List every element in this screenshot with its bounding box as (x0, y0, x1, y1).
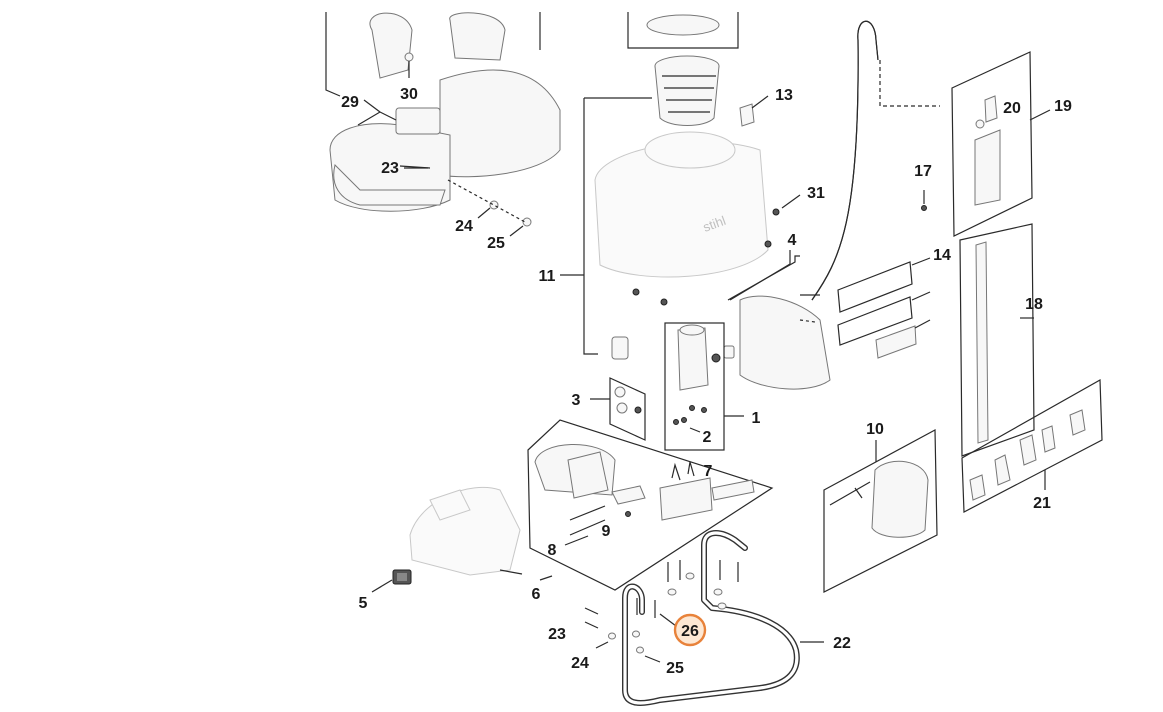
callout-13: 13 (775, 87, 793, 104)
hose-wand-assembly (811, 20, 1103, 513)
frame-assembly (584, 530, 824, 706)
callout-25-top: 25 (487, 235, 505, 252)
pump-assembly (664, 322, 744, 451)
callout-5: 5 (359, 595, 368, 612)
callout-18: 18 (1025, 296, 1043, 313)
callout-31: 31 (807, 185, 825, 202)
bracket-switch (392, 486, 523, 585)
callout-25-bottom: 25 (666, 660, 684, 677)
callout-labels: 1 2 3 4 5 6 7 8 9 10 11 13 14 17 18 19 2… (341, 86, 1072, 677)
leader-lines (363, 95, 769, 593)
callout-23-bottom: 23 (548, 626, 566, 643)
callout-29: 29 (341, 94, 359, 111)
callout-9: 9 (602, 523, 611, 540)
callout-22: 22 (833, 635, 851, 652)
nozzle-kit (823, 429, 938, 593)
valve-kit (590, 377, 646, 441)
callout-26[interactable]: 26 (681, 623, 699, 640)
callout-14: 14 (933, 247, 951, 264)
callout-3: 3 (572, 392, 581, 409)
callout-17: 17 (914, 163, 932, 180)
callout-24-bottom: 24 (571, 655, 589, 672)
callout-19: 19 (1054, 98, 1072, 115)
callout-26-highlight[interactable]: 26 (673, 613, 707, 647)
highlight-ring[interactable] (673, 613, 707, 647)
callout-23-top: 23 (381, 160, 399, 177)
callout-11: 11 (539, 268, 556, 285)
tank-brand-text: stihl (701, 213, 728, 235)
callout-4: 4 (788, 232, 797, 249)
callout-24-top: 24 (455, 218, 473, 235)
callout-6: 6 (532, 586, 541, 603)
callout-20: 20 (1003, 100, 1021, 117)
tank-assembly: stihl (560, 12, 801, 360)
pump-housing-assembly (723, 250, 931, 390)
callout-7: 7 (704, 463, 713, 480)
harness-assembly (325, 12, 561, 237)
callout-21: 21 (1033, 495, 1051, 512)
callout-30: 30 (400, 86, 418, 103)
callout-10: 10 (866, 421, 884, 438)
battery-tray-assembly (527, 419, 774, 591)
callout-2: 2 (703, 429, 712, 446)
callout-1: 1 (752, 410, 761, 427)
callout-8: 8 (548, 542, 557, 559)
